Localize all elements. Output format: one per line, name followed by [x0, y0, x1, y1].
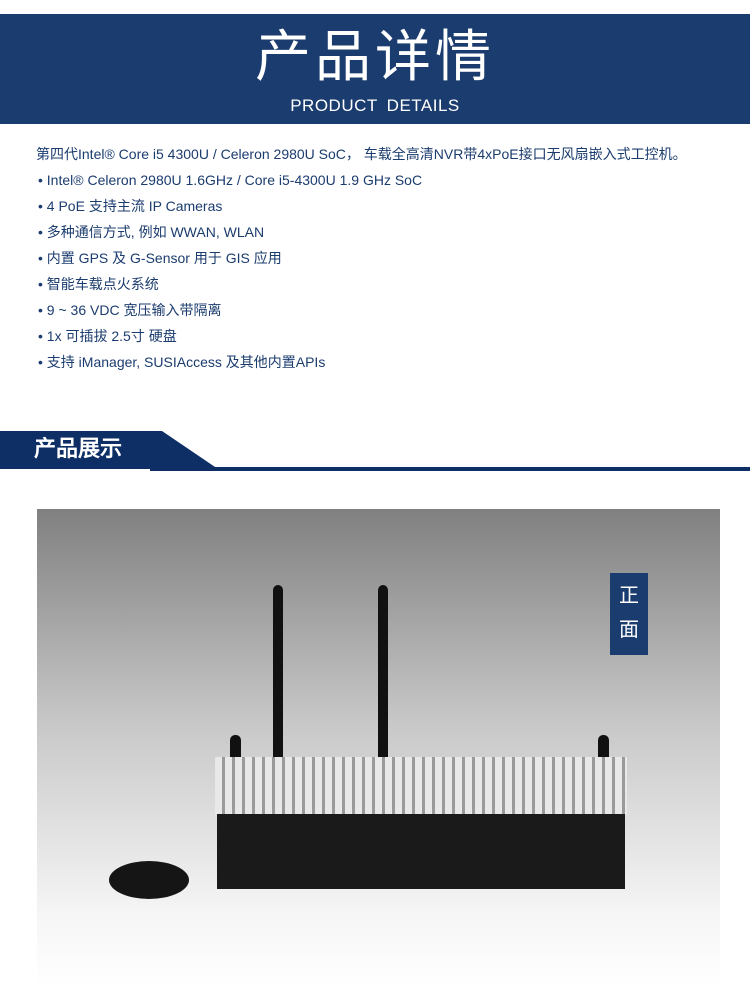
section-title: 产品展示 — [34, 437, 123, 462]
device-front-panel — [217, 814, 625, 889]
feature-item: 9 ~ 36 VDC 宽压输入带隔离 — [38, 297, 736, 323]
antenna — [273, 585, 283, 765]
product-description: 第四代Intel® Core i5 4300U / Celeron 2980U … — [36, 141, 736, 375]
product-intro: 第四代Intel® Core i5 4300U / Celeron 2980U … — [36, 146, 687, 162]
feature-item: 多种通信方式, 例如 WWAN, WLAN — [38, 219, 736, 245]
gps-antenna — [109, 861, 189, 899]
feature-item: 内置 GPS 及 G-Sensor 用于 GIS 应用 — [38, 245, 736, 271]
product-photo: 正面 — [37, 509, 720, 988]
heatsink — [215, 757, 627, 815]
header-banner: 产品详情 PRODUCT DETAILS — [0, 14, 750, 124]
section-divider — [150, 467, 750, 471]
feature-list: Intel® Celeron 2980U 1.6GHz / Core i5-43… — [38, 167, 736, 375]
feature-item: 智能车载点火系统 — [38, 271, 736, 297]
antenna — [378, 585, 388, 765]
feature-item: 1x 可插拔 2.5寸 硬盘 — [38, 323, 736, 349]
feature-item: 4 PoE 支持主流 IP Cameras — [38, 193, 736, 219]
view-label: 正面 — [610, 573, 648, 655]
feature-item: 支持 iManager, SUSIAccess 及其他内置APIs — [38, 349, 736, 375]
feature-item: Intel® Celeron 2980U 1.6GHz / Core i5-43… — [38, 167, 736, 193]
page-subtitle: PRODUCT DETAILS — [290, 96, 460, 115]
section-header: 产品展示 — [0, 431, 750, 473]
page-title: 产品详情 — [255, 25, 495, 90]
